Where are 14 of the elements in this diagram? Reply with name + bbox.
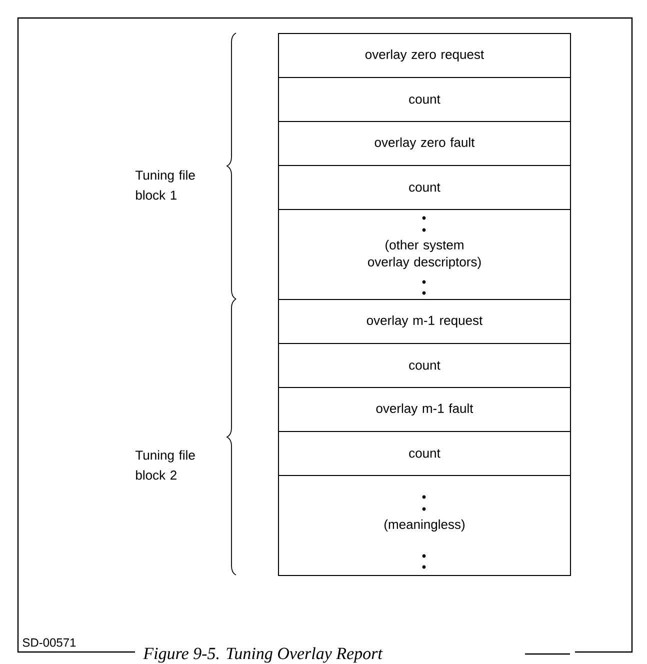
table-row: (meaningless): [278, 475, 571, 576]
block-label: Tuning file block 1: [136, 170, 195, 200]
table-row: count: [278, 165, 571, 210]
table-row: overlay m-1 fault: [278, 387, 571, 432]
table-row: overlay zero fault: [278, 121, 571, 166]
figure-caption: Figure 9-5. Tuning Overlay Report: [143, 647, 383, 663]
figure-id: SD-00571: [22, 638, 76, 647]
table-row: (other system overlay descriptors): [278, 209, 571, 300]
table-row: overlay m-1 request: [278, 299, 571, 344]
table-row: count: [278, 77, 571, 122]
table-row: count: [278, 431, 571, 476]
block-label: Tuning file block 2: [136, 450, 195, 480]
table-row: overlay zero request: [278, 33, 571, 78]
table-row: count: [278, 343, 571, 388]
